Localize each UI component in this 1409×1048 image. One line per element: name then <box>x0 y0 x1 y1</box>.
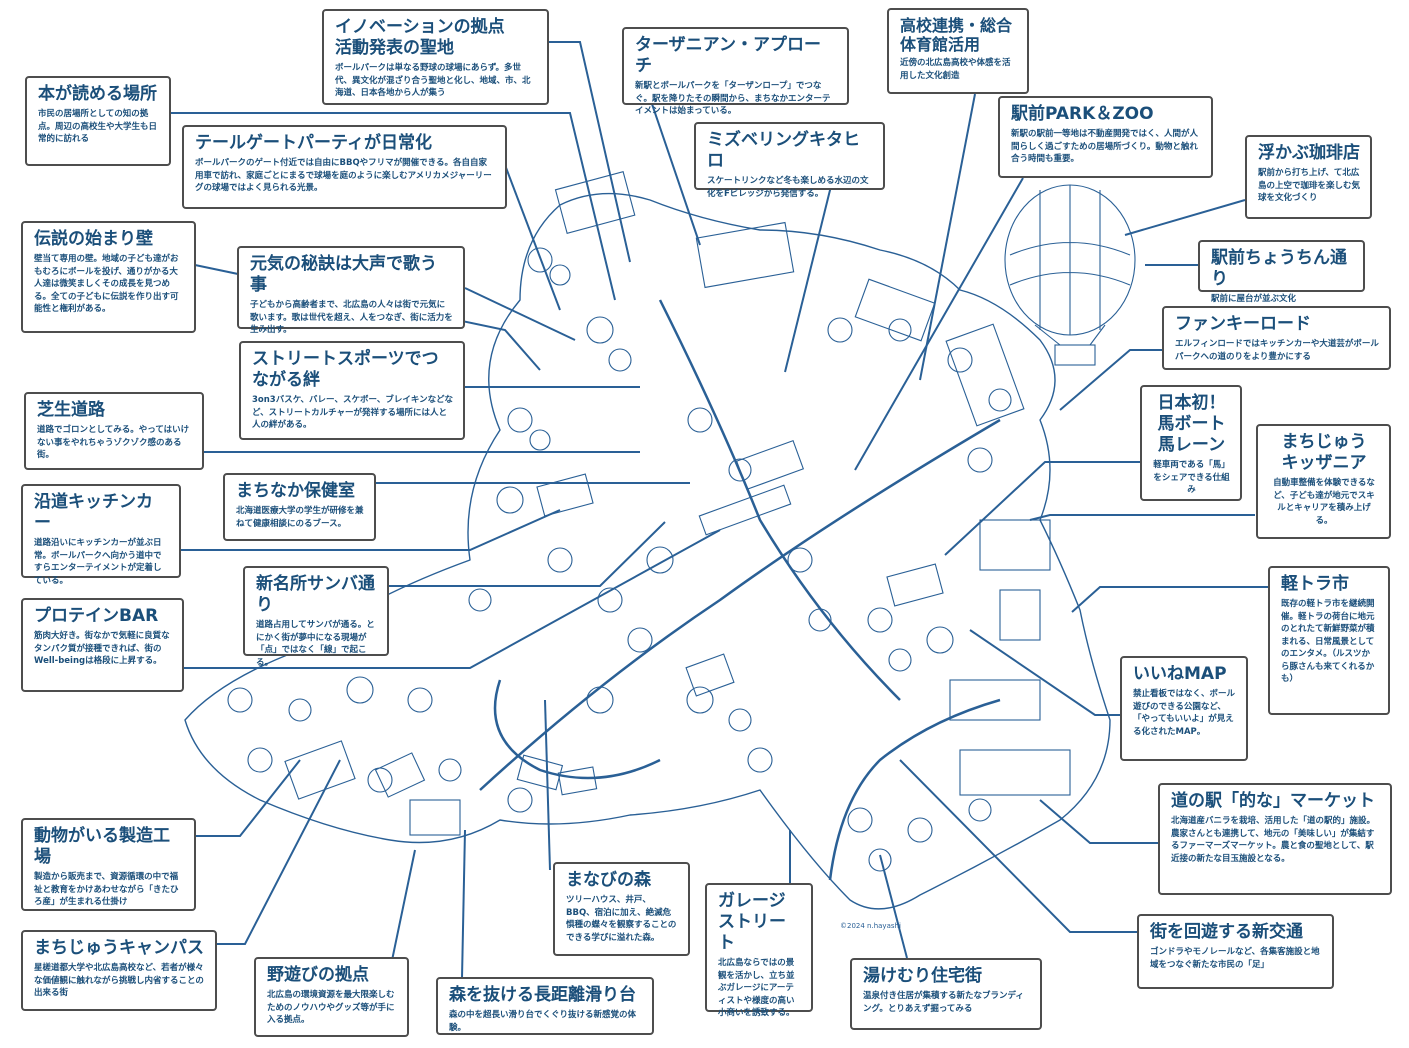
callout-description: 駅前から打ち上げ、て北広島の上空で珈琲を楽しむ気球を文化づくり <box>1258 168 1361 203</box>
callout-campus[interactable]: まちじゅうキャンパス 星槎道都大学や北広島高校など、若者が様々な価値観に触れなが… <box>21 930 217 1011</box>
callout-forest[interactable]: まなびの森 ツリーハウス、井戸、BBQ、宿泊に加え、絶滅危惧種の蝶々を観察するこ… <box>553 862 690 956</box>
callout-factory[interactable]: 動物がいる製造工場 製造から販売まで、資源循環の中で福祉と教育をかけあわせながら… <box>21 818 196 911</box>
callout-description: 駅前に屋台が並ぶ文化 <box>1211 294 1297 304</box>
callout-title: 森を抜ける長距離滑り台 <box>449 985 636 1005</box>
callout-protein[interactable]: プロテインBAR 筋肉大好き。街なかで気軽に良質なタンパク質が接種できれば、街の… <box>21 598 184 692</box>
road-diagonal <box>479 418 1001 791</box>
callout-title: テールゲートパーティが日常化 <box>195 133 432 153</box>
callout-title: まなびの森 <box>566 870 651 890</box>
callout-title: イノベーションの拠点 活動発表の聖地 <box>335 17 505 58</box>
callout-description: 子どもから高齢者まで、北広島の人々は街で元気に歌います。歌は世代を超え、人をつな… <box>250 300 453 335</box>
callout-lawn[interactable]: 芝生道路 道路でゴロンとしてみる。やってはいけない事をやれちゃうゾクゾク感のある… <box>24 392 204 470</box>
callout-kidzania[interactable]: まちじゅう キッザニア 自動車整備を体験できるなど、子ども達が地元でスキルとキャ… <box>1256 424 1391 539</box>
road-main <box>658 299 901 701</box>
callout-title: いいねMAP <box>1133 664 1227 684</box>
callout-title: 本が読める場所 <box>38 84 157 104</box>
callout-description: 温泉付き住居が集積する新たなブランディング。とりあえず掘ってみる <box>863 991 1024 1014</box>
callout-description: 近傍の北広島高校や体感を活用した文化創造 <box>900 58 1011 81</box>
callout-description: 軽車両である「馬」をシェアできる仕組み <box>1153 460 1230 495</box>
callout-title: 野遊びの拠点 <box>267 965 369 985</box>
callout-kitchencar[interactable]: 沿道キッチンカー 道路沿いにキッチンカーが並ぶ日常。ボールパークへ向かう道中です… <box>21 484 181 586</box>
callout-mizubelling[interactable]: ミズベリングキタヒロ スケートリンクなど冬も楽しめる水辺の文化をFビレッジから発… <box>694 122 885 199</box>
callout-garage[interactable]: ガレージ ストリート 北広島ならではの景観を活かし、立ち並ぶガレージにアーティス… <box>705 883 813 1018</box>
callout-title: 高校連携・総合 体育館活用 <box>900 16 1013 54</box>
callout-title: ミズベリングキタヒロ <box>707 130 860 171</box>
callout-description: 北広島の環境資源を最大限楽しむためのノウハウやグッズ等が手に入る拠点。 <box>267 990 395 1025</box>
callout-description: 道路占用してサンバが通る。とにかく街が夢中になる現場が「点」ではなく「線」で起こ… <box>256 620 375 668</box>
callout-title: 街を回遊する新交通 <box>1150 922 1303 942</box>
callout-description: ツリーハウス、井戸、BBQ、宿泊に加え、絶滅危惧種の蝶々を観察することのできる学… <box>566 895 677 943</box>
callout-description: 星槎道都大学や北広島高校など、若者が様々な価値観に触れながら挑戦し内省することの… <box>34 963 204 998</box>
callout-description: 市民の居場所としての知の拠点。周辺の高校生や大学生も日常的に訪れる <box>38 109 158 144</box>
callout-title: 動物がいる製造工場 <box>34 826 170 867</box>
callout-slide[interactable]: 森を抜ける長距離滑り台 森の中を超長い滑り台でくぐり抜ける新感覚の体験。 <box>436 977 654 1035</box>
callout-title: 芝生道路 <box>37 400 105 420</box>
callout-title: 駅前ちょうちん通り <box>1211 248 1347 289</box>
callout-terzanian[interactable]: ターザニアン・アプローチ 新駅とボールパークを「ターザンロープ」でつなぐ。駅を降… <box>622 27 849 116</box>
callout-legend[interactable]: 伝説の始まり壁 壁当て専用の壁。地域の子ども達がおもむろにボールを投げ、通りがか… <box>21 221 196 333</box>
callout-description: 自動車整備を体験できるなど、子ども達が地元でスキルとキャリアを積み上げる。 <box>1273 478 1375 526</box>
callout-description: 壁当て専用の壁。地域の子ども達がおもむろにボールを投げ、通りがかる大人達は微笑ま… <box>34 254 179 314</box>
callout-title: 軽トラ市 <box>1281 574 1349 594</box>
callout-description: ボールパークのゲート付近では自由にBBQやフリマが開催できる。各自自家用車で訪れ… <box>195 158 492 193</box>
callout-title: まちじゅう キッザニア <box>1281 432 1367 473</box>
callout-title: 浮かぶ珈琲店 <box>1258 143 1360 163</box>
callout-title: 沿道キッチンカー <box>34 492 153 533</box>
callout-lantern[interactable]: 駅前ちょうちん通り 駅前に屋台が並ぶ文化 <box>1198 240 1365 304</box>
callout-books[interactable]: 本が読める場所 市民の居場所としての知の拠点。周辺の高校生や大学生も日常的に訪れ… <box>25 76 171 166</box>
callout-roadside[interactable]: 道の駅「的な」マーケット 北海道産バニラを栽培、活用した「道の駅的」施設。農家さ… <box>1158 783 1392 895</box>
map-credit: ©2024 n.hayashi <box>840 922 901 930</box>
callout-description: 北広島ならではの景観を活かし、立ち並ぶガレージにアーティストや様度の高い小商いを… <box>718 958 795 1018</box>
road-curve <box>828 698 1001 881</box>
callout-title: 伝説の始まり壁 <box>34 229 153 249</box>
callout-description: 森の中を超長い滑り台でくぐり抜ける新感覚の体験。 <box>449 1010 637 1033</box>
callout-title: ファンキーロード <box>1175 314 1311 334</box>
callout-truck[interactable]: 軽トラ市 既存の軽トラ市を継続開催。軽トラの荷台に地元のとれたて新鮮野菜が積まれ… <box>1268 566 1390 715</box>
callout-coffee[interactable]: 浮かぶ珈琲店 駅前から打ち上げ、て北広島の上空で珈琲を楽しむ気球を文化づくり <box>1245 135 1372 219</box>
callout-play[interactable]: 野遊びの拠点 北広島の環境資源を最大限楽しむためのノウハウやグッズ等が手に入る拠… <box>254 957 409 1037</box>
callout-description: 禁止看板ではなく、ボール遊びのできる公園など、「やってもいいよ」が見える化された… <box>1133 689 1236 737</box>
callout-title: プロテインBAR <box>34 606 159 626</box>
callout-sing[interactable]: 元気の秘訣は大声で歌う事 子どもから高齢者まで、北広島の人々は街で元気に歌います… <box>237 246 465 335</box>
hot-air-balloon <box>1004 184 1136 366</box>
callout-title: まちなか保健室 <box>236 481 355 501</box>
callout-description: 製造から販売まで、資源循環の中で福祉と教育をかけあわせながら「きたひろ産」が生ま… <box>34 872 179 907</box>
callout-innovation[interactable]: イノベーションの拠点 活動発表の聖地 ボールパークは単なる野球の球場にあらず。多… <box>322 9 549 105</box>
callout-description: ボールパークは単なる野球の球場にあらず。多世代、異文化が混ざり合う聖地と化し、地… <box>335 63 531 98</box>
callout-title: ストリートスポーツでつながる絆 <box>252 349 439 390</box>
callout-description: 北海道医療大学の学生が研修を兼ねて健康相談にのるブース。 <box>236 506 364 529</box>
callout-description: ゴンドラやモノレールなど、各集客施設と地域をつなぐ新たな市民の「足」 <box>1150 947 1320 970</box>
callout-street[interactable]: ストリートスポーツでつながる絆 3on3バスケ、バレー、スケボー、ブレイキンなど… <box>239 341 465 440</box>
callout-transit[interactable]: 街を回遊する新交通 ゴンドラやモノレールなど、各集客施設と地域をつなぐ新たな市民… <box>1137 914 1334 989</box>
callout-clinic[interactable]: まちなか保健室 北海道医療大学の学生が研修を兼ねて健康相談にのるブース。 <box>223 473 376 541</box>
callout-description: 筋肉大好き。街なかで気軽に良質なタンパク質が接種できれば、街のWell-bein… <box>34 631 170 666</box>
callout-title: 新名所サンバ通り <box>256 574 375 615</box>
callout-horse[interactable]: 日本初！ 馬ボート 馬レーン 軽車両である「馬」をシェアできる仕組み <box>1140 385 1242 501</box>
callout-tailgate[interactable]: テールゲートパーティが日常化 ボールパークのゲート付近では自由にBBQやフリマが… <box>182 125 507 209</box>
callout-description: 新駅とボールパークを「ターザンロープ」でつなぐ。駅を降りたその瞬間から、まちなか… <box>635 81 831 116</box>
callout-description: 既存の軽トラ市を継続開催。軽トラの荷台に地元のとれたて新鮮野菜が積まれる、日常風… <box>1281 599 1375 684</box>
callout-description: スケートリンクなど冬も楽しめる水辺の文化をFビレッジから発信する。 <box>707 176 869 199</box>
callout-description: 道路でゴロンとしてみる。やってはいけない事をやれちゃうゾクゾク感のある街。 <box>37 425 190 460</box>
callout-title: ターザニアン・アプローチ <box>635 35 821 76</box>
callout-description: エルフィンロードではキッチンカーや大道芸がボールパークへの道のりをより豊かにする <box>1175 339 1379 362</box>
monorail <box>493 679 661 780</box>
callout-description: 道路沿いにキッチンカーが並ぶ日常。ボールパークへ向かう道中ですらエンターテイメン… <box>34 538 162 586</box>
callout-description: 新駅の駅前一等地は不動産開発ではく、人間が人間らしく過ごすための居場所づくり。動… <box>1011 129 1199 164</box>
callout-description: 北海道産バニラを栽培、活用した「道の駅的」施設。農家さんとも連携して、地元の「美… <box>1171 816 1376 864</box>
callout-parkzoo[interactable]: 駅前PARK＆ZOO 新駅の駅前一等地は不動産開発ではく、人間が人間らしく過ごす… <box>998 96 1213 178</box>
callout-title: まちじゅうキャンパス <box>34 938 204 958</box>
callout-highschool[interactable]: 高校連携・総合 体育館活用 近傍の北広島高校や体感を活用した文化創造 <box>887 8 1029 94</box>
callout-description: 3on3バスケ、バレー、スケボー、ブレイキンなどなど、ストリートカルチャーが発祥… <box>252 395 453 430</box>
callout-title: 元気の秘訣は大声で歌う事 <box>250 254 437 295</box>
callout-funky[interactable]: ファンキーロード エルフィンロードではキッチンカーや大道芸がボールパークへの道の… <box>1162 306 1391 370</box>
callout-onsen[interactable]: 湯けむり住宅街 温泉付き住居が集積する新たなブランディング。とりあえず掘ってみる <box>850 958 1042 1030</box>
callout-iine[interactable]: いいねMAP 禁止看板ではなく、ボール遊びのできる公園など、「やってもいいよ」が… <box>1120 656 1248 761</box>
callout-title: 道の駅「的な」マーケット <box>1171 791 1375 811</box>
callout-samba[interactable]: 新名所サンバ通り 道路占用してサンバが通る。とにかく街が夢中になる現場が「点」で… <box>243 566 389 668</box>
callout-title: 湯けむり住宅街 <box>863 966 982 986</box>
callout-title: 駅前PARK＆ZOO <box>1011 104 1154 124</box>
callout-title: 日本初！ 馬ボート 馬レーン <box>1157 393 1226 455</box>
callout-title: ガレージ ストリート <box>718 891 786 953</box>
